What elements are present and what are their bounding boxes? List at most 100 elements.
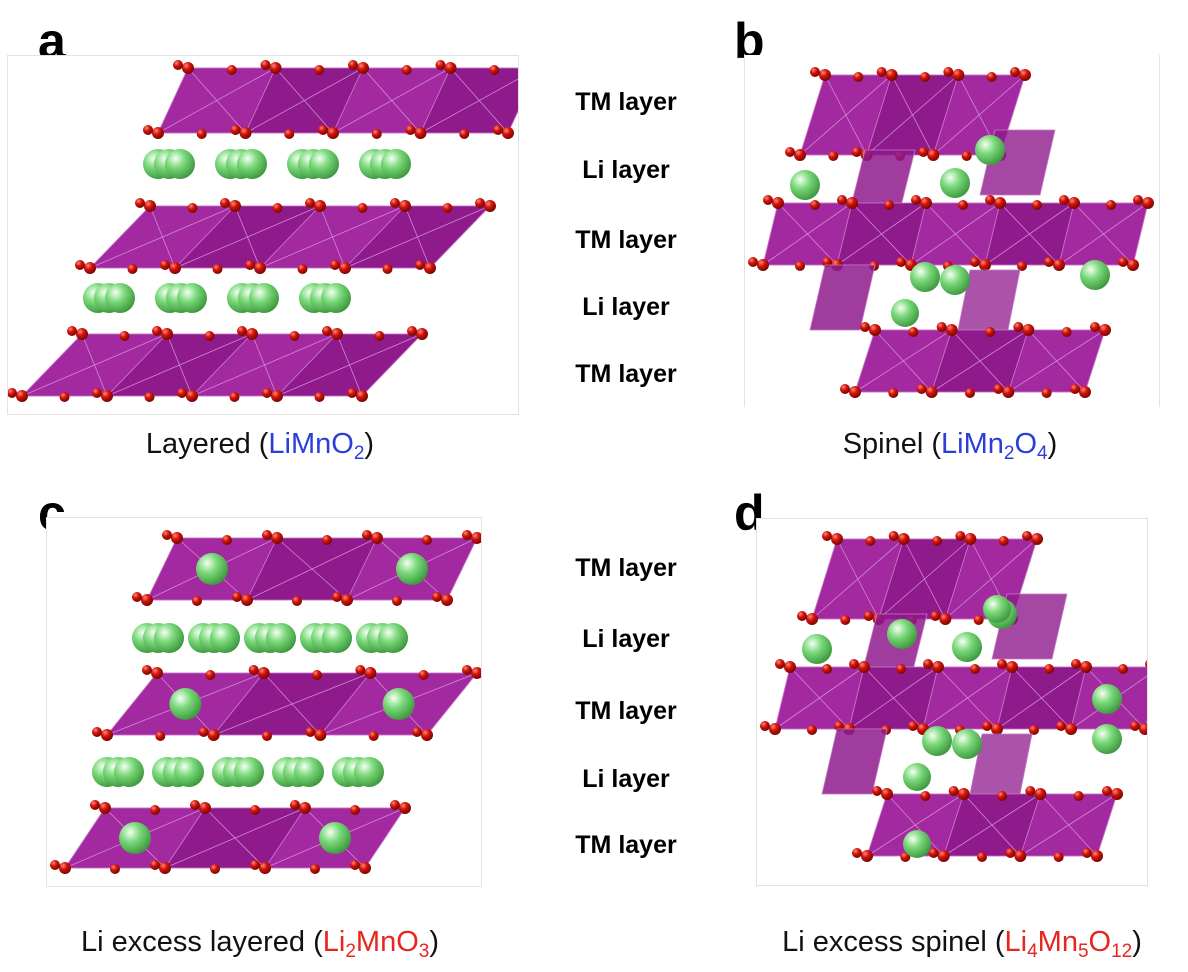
- lithium-atom: [174, 757, 204, 787]
- oxygen-atom: [964, 533, 977, 545]
- oxygen-atom: [101, 729, 113, 741]
- oxygen-atom: [368, 731, 379, 741]
- oxygen-atom: [997, 791, 1007, 801]
- layer-label: TM layer: [575, 554, 677, 582]
- oxygen-atom: [865, 536, 876, 546]
- oxygen-atom: [930, 611, 941, 621]
- caption-suffix: ): [1132, 926, 1142, 958]
- oxygen-atom: [1065, 723, 1077, 735]
- oxygen-atom: [421, 729, 433, 741]
- lithium-atom: [322, 623, 352, 653]
- lithium-atom: [1092, 724, 1122, 754]
- oxygen-atom: [920, 72, 930, 82]
- oxygen-atom: [884, 200, 894, 210]
- oxygen-atom: [757, 259, 769, 271]
- oxygen-atom: [994, 197, 1006, 209]
- li-excess-spinel-crystal-structure: [760, 531, 1147, 862]
- oxygen-atom: [1005, 848, 1016, 858]
- formula-subscript: 4: [1027, 941, 1038, 962]
- oxygen-atom: [806, 613, 818, 625]
- oxygen-atom: [350, 860, 360, 870]
- oxygen-atom: [150, 805, 160, 815]
- oxygen-atom: [489, 65, 500, 75]
- oxygen-atom: [810, 200, 820, 210]
- oxygen-atom: [239, 127, 252, 139]
- polyhedron-edge: [866, 793, 964, 857]
- oxygen-atom: [232, 592, 242, 602]
- formula-part: Li: [322, 926, 346, 958]
- oxygen-atom: [908, 721, 918, 731]
- oxygen-atom: [322, 326, 332, 336]
- oxygen-atom: [928, 848, 939, 858]
- lithium-atom: [952, 729, 982, 759]
- oxygen-atom: [794, 149, 806, 161]
- oxygen-atom: [932, 661, 944, 673]
- oxygen-atom: [471, 667, 481, 679]
- oxygen-atom: [1029, 725, 1039, 735]
- oxygen-atom: [422, 535, 432, 545]
- oxygen-atom: [772, 197, 784, 209]
- lithium-atom: [378, 623, 408, 653]
- oxygen-atom: [220, 198, 230, 208]
- oxygen-atom: [119, 331, 130, 341]
- oxygen-atom: [290, 800, 300, 810]
- oxygen-atom: [229, 392, 240, 402]
- oxygen-atom: [1142, 197, 1154, 209]
- lithium-atom: [903, 763, 931, 791]
- lithium-atom: [165, 149, 195, 179]
- oxygen-atom: [955, 531, 966, 541]
- oxygen-atom: [250, 805, 260, 815]
- oxygen-atom: [462, 665, 472, 675]
- oxygen-atom: [982, 721, 992, 731]
- lithium-atom: [169, 688, 202, 720]
- oxygen-atom: [59, 862, 71, 874]
- oxygen-atom: [314, 729, 327, 741]
- oxygen-atom: [257, 667, 270, 679]
- oxygen-atom: [1127, 259, 1139, 271]
- lithium-atom: [903, 830, 931, 858]
- oxygen-atom: [305, 727, 316, 737]
- formula-part: LiMn: [268, 428, 332, 460]
- polyhedron-edge: [246, 537, 378, 601]
- oxygen-atom: [939, 613, 952, 625]
- oxygen-atom: [84, 262, 96, 274]
- oxygen-atom: [152, 127, 164, 139]
- oxygen-atom: [371, 129, 382, 139]
- oxygen-atom: [144, 200, 156, 212]
- oxygen-atom: [101, 390, 113, 402]
- oxygen-atom: [76, 328, 88, 340]
- oxygen-atom: [970, 664, 980, 674]
- oxygen-atom: [390, 198, 400, 208]
- oxygen-atom: [475, 198, 485, 208]
- oxygen-atom: [1130, 721, 1140, 731]
- oxygen-atom: [407, 326, 417, 336]
- oxygen-atom: [362, 530, 372, 540]
- oxygen-atom: [262, 530, 272, 540]
- layer-label: Li layer: [582, 765, 670, 793]
- caption-li-excess-spinel: Li excess spinel (Li4Mn5O12): [740, 926, 1184, 962]
- lithium-atom: [1080, 260, 1110, 290]
- oxygen-atom: [852, 848, 862, 858]
- oxygen-atom: [192, 596, 202, 606]
- lithium-atom: [210, 623, 240, 653]
- oxygen-atom: [973, 615, 984, 625]
- oxygen-atom: [979, 259, 991, 271]
- oxygen-atom: [1019, 69, 1031, 81]
- polyhedron-edge: [164, 807, 306, 869]
- lithium-atom: [105, 283, 135, 313]
- oxygen-atom: [916, 384, 927, 394]
- oxygen-atom: [462, 530, 472, 540]
- oxygen-atom: [952, 69, 965, 81]
- oxygen-atom: [150, 860, 160, 870]
- formula-part: O: [1088, 926, 1112, 958]
- oxygen-atom: [888, 531, 899, 541]
- oxygen-atom: [186, 390, 198, 402]
- oxygen-atom: [424, 262, 436, 274]
- oxygen-atom: [785, 147, 795, 157]
- oxygen-atom: [173, 60, 183, 70]
- oxygen-atom: [141, 594, 153, 606]
- oxygen-atom: [8, 388, 17, 398]
- oxygen-atom: [1053, 852, 1064, 862]
- polyhedron-edge: [836, 202, 927, 266]
- oxygen-atom: [888, 388, 899, 398]
